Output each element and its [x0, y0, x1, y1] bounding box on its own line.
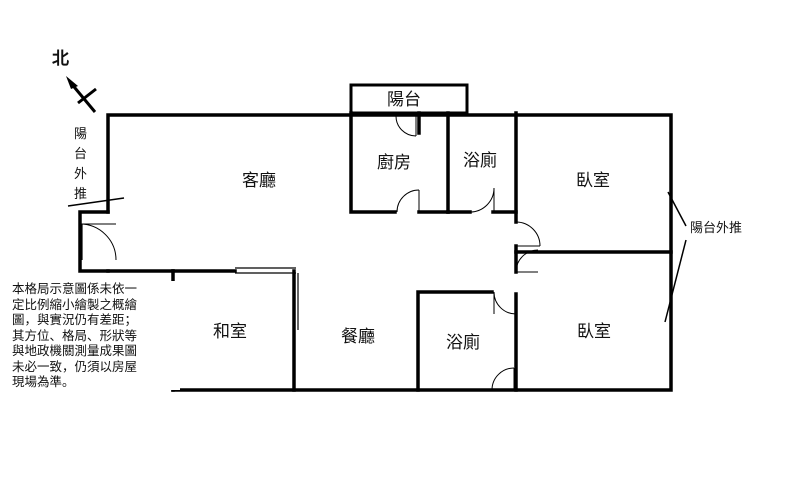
balcony-top: 陽台 [349, 83, 469, 115]
bedroom-top-label: 臥室 [576, 171, 610, 191]
bedroom-bottom: 臥室 [514, 249, 611, 392]
balcony-left-char-1: 陽 [74, 127, 87, 142]
balcony-right-label: 陽台外推 [690, 221, 742, 236]
compass-arrow-head [66, 76, 78, 89]
compass-cross-bar [77, 87, 97, 105]
bathroom-top-label: 浴廁 [463, 150, 497, 171]
disclaimer-note: 本格局示意圖係未依一 定比例縮小繪製之概繪 圖，與實況仍有差距； 其方位、格局、… [12, 281, 180, 390]
balcony-right-line-bottom [664, 239, 687, 323]
balcony-right-line-top [667, 191, 687, 227]
japanese-room: 和室 [171, 267, 299, 392]
dining-room-label: 餐廳 [341, 327, 375, 347]
kitchen-label: 廚房 [377, 152, 411, 173]
bedroom-bottom-label: 臥室 [577, 322, 611, 342]
balcony-left-line [67, 197, 125, 207]
living-room-label: 客廳 [242, 171, 276, 191]
bathroom-bottom: 浴廁 [416, 290, 517, 392]
north-label: 北 [52, 49, 69, 69]
compass: 北 [52, 49, 97, 113]
bathroom-bottom-label: 浴廁 [446, 332, 480, 353]
balcony-left-char-3: 外 [74, 167, 87, 182]
balcony-left-char-2: 台 [74, 147, 87, 162]
balcony-right-callout: 陽台外推 [664, 191, 742, 323]
kitchen: 廚房 [349, 111, 450, 214]
japanese-room-label: 和室 [213, 322, 247, 342]
balcony-left-label: 陽 台 外 推 [67, 127, 125, 207]
balcony-top-label: 陽台 [387, 90, 421, 110]
entrance-door [79, 223, 117, 261]
bathroom-top: 浴廁 [446, 111, 518, 224]
balcony-left-char-4: 推 [74, 187, 87, 202]
bedroom-top: 臥室 [514, 171, 673, 254]
